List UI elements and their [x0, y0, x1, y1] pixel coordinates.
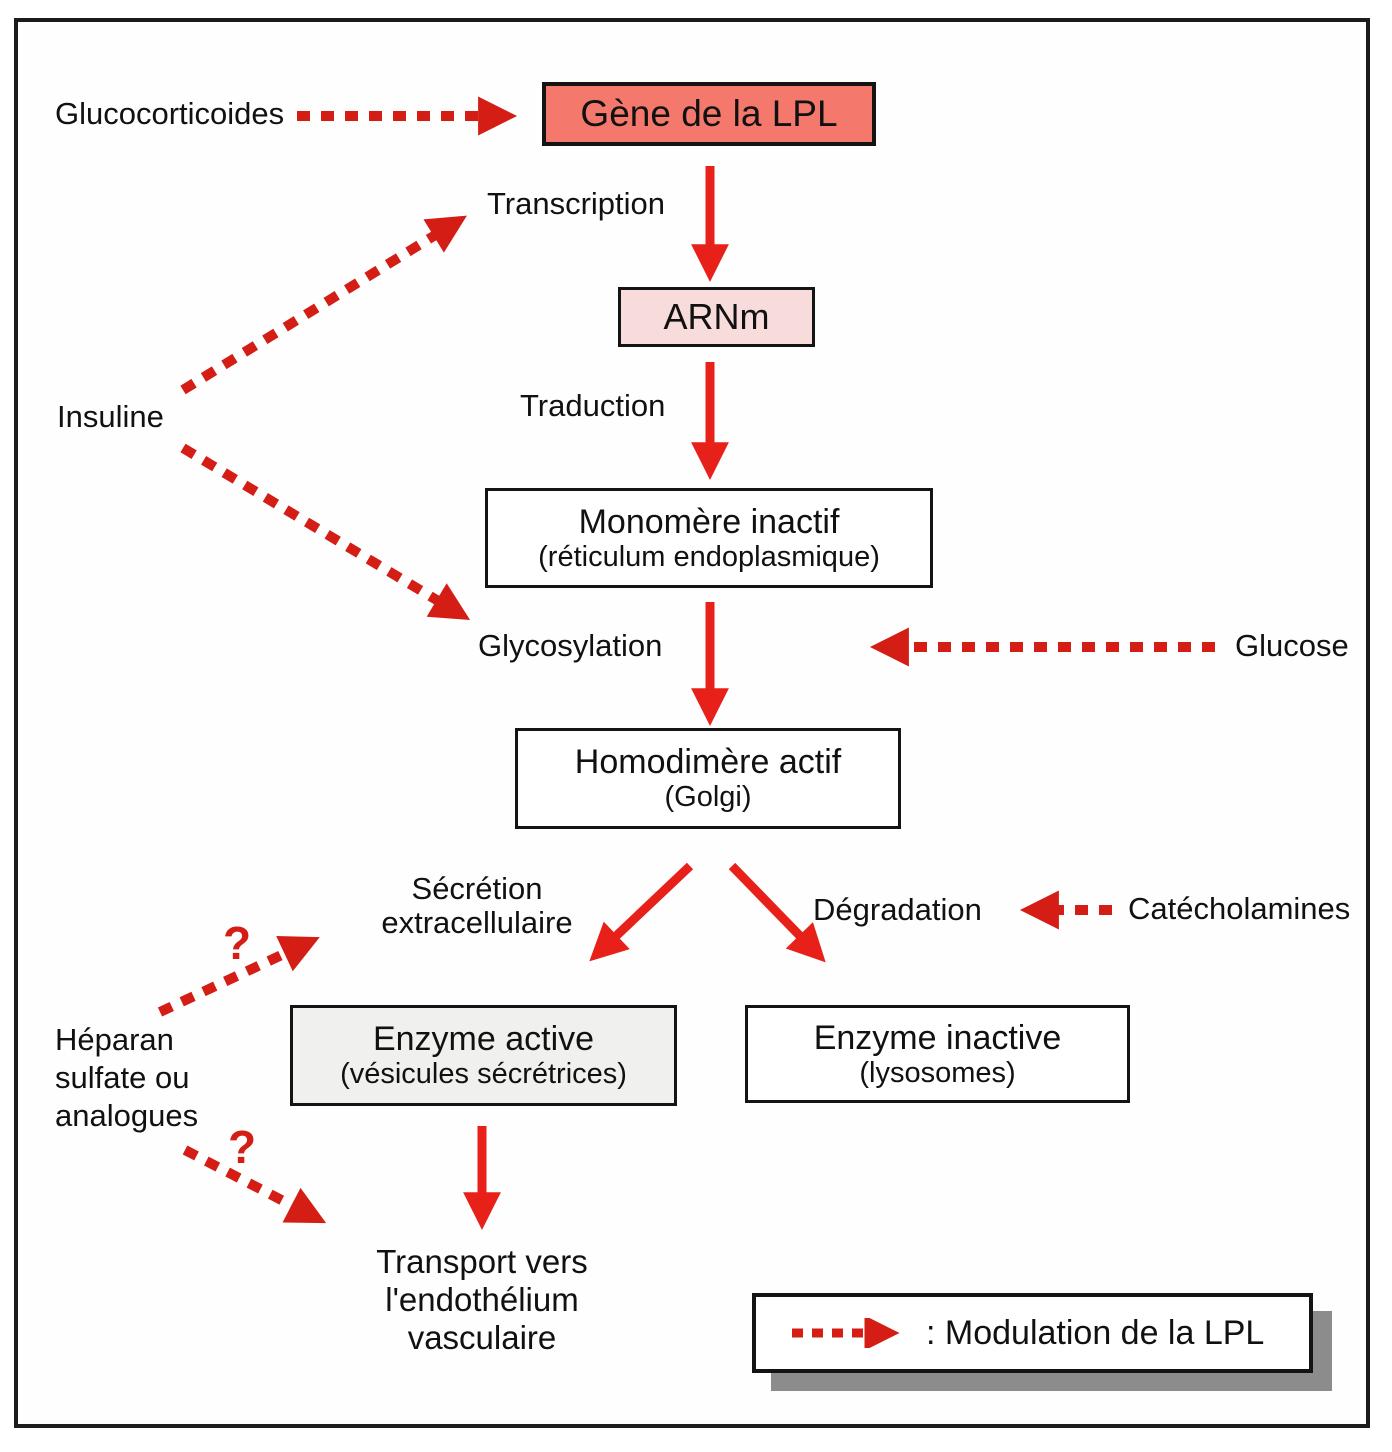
node-monomere-subtitle: (réticulum endoplasmique) — [538, 540, 880, 573]
diagram-frame — [14, 18, 1370, 1428]
legend-label: : Modulation de la LPL — [926, 1313, 1265, 1352]
node-gene-lpl-label: Gène de la LPL — [580, 93, 838, 134]
node-homodimere-subtitle: (Golgi) — [664, 781, 752, 813]
label-degradation: Dégradation — [813, 892, 982, 927]
label-traduction: Traduction — [520, 388, 666, 423]
legend-box: : Modulation de la LPL — [752, 1293, 1313, 1373]
node-homodimere-actif: Homodimère actif (Golgi) — [515, 728, 901, 829]
node-enzyme-active-subtitle: (vésicules sécrétrices) — [340, 1058, 627, 1090]
label-glucocorticoides: Glucocorticoides — [55, 96, 285, 131]
node-monomere-title: Monomère inactif — [578, 502, 840, 541]
label-glycosylation: Glycosylation — [478, 628, 663, 663]
label-insuline: Insuline — [57, 399, 164, 434]
node-arnm-label: ARNm — [663, 296, 770, 337]
node-enzyme-active-title: Enzyme active — [372, 1020, 595, 1058]
node-gene-lpl: Gène de la LPL — [542, 82, 876, 146]
question-mark-secretion: ? — [223, 917, 252, 969]
node-enzyme-inactive-subtitle: (lysosomes) — [859, 1056, 1016, 1089]
label-secretion-extracellulaire: Sécrétion extracellulaire — [381, 871, 573, 940]
label-transport-endothelium: Transport vers l'endothélium vasculaire — [376, 1243, 588, 1356]
question-mark-transport: ? — [228, 1121, 257, 1173]
node-arnm: ARNm — [618, 287, 815, 347]
label-glucose: Glucose — [1235, 628, 1349, 663]
legend-dashed-arrow-icon — [792, 1318, 900, 1348]
node-enzyme-inactive: Enzyme inactive (lysosomes) — [745, 1005, 1130, 1103]
node-enzyme-active: Enzyme active (vésicules sécrétrices) — [290, 1005, 677, 1106]
label-heparan-sulfate: Héparan sulfate ou analogues — [55, 1022, 199, 1133]
label-transcription: Transcription — [487, 186, 666, 221]
node-enzyme-inactive-title: Enzyme inactive — [813, 1018, 1062, 1057]
label-catecholamines: Catécholamines — [1128, 891, 1351, 926]
node-monomere-inactif: Monomère inactif (réticulum endoplasmiqu… — [485, 488, 933, 588]
node-homodimere-title: Homodimère actif — [574, 743, 842, 781]
